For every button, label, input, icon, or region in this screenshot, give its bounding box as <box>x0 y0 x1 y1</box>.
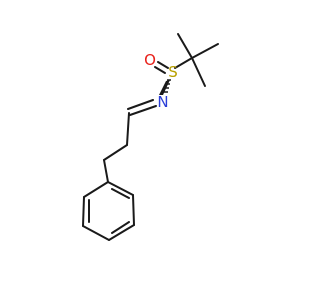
bond-tbu-c3 <box>191 57 206 87</box>
bond-n-c-b <box>127 99 154 110</box>
molecule-canvas: S O N <box>82 33 219 241</box>
bond-s-o-b <box>154 66 166 74</box>
bond-c-c-1 <box>126 112 130 146</box>
bond-c-phenyl <box>103 159 109 183</box>
molecule-structure: S O N <box>82 33 219 241</box>
bond-c-c-2 <box>103 144 128 161</box>
phenyl-ring <box>82 181 135 241</box>
bond-s-n-hash-marks <box>162 79 171 93</box>
bond-s-cquat <box>174 57 193 69</box>
bond-n-c-a <box>129 105 157 116</box>
bond-s-o-a <box>157 61 169 69</box>
bond-tbu-c1 <box>177 33 193 59</box>
atom-sulfur: S <box>168 63 178 81</box>
atom-nitrogen: N <box>157 93 168 111</box>
bond-tbu-c2 <box>191 43 219 59</box>
atom-oxygen: O <box>144 51 156 69</box>
